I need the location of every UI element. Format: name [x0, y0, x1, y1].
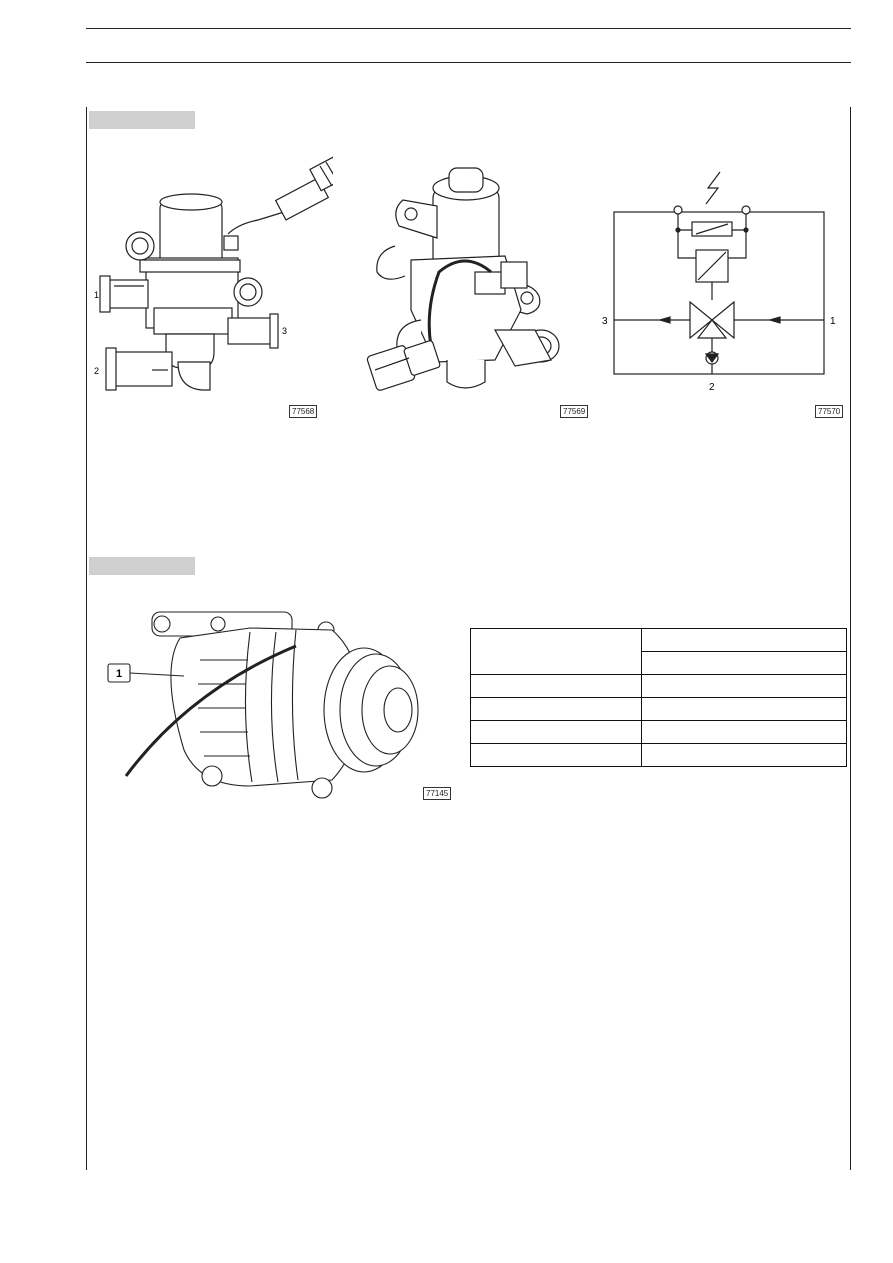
table-cell	[641, 628, 847, 652]
table-cell	[641, 651, 847, 675]
figure-77145: 1 77145	[100, 600, 460, 805]
table-row	[470, 628, 847, 675]
figure-label-77145: 77145	[423, 787, 452, 800]
figure-label-77569: 77569	[560, 405, 589, 418]
header-rule-top	[86, 28, 851, 29]
table-row	[470, 697, 847, 721]
table-row	[470, 674, 847, 698]
frame-right	[850, 107, 851, 1170]
port-label-3: 3	[282, 326, 287, 336]
figure-77569: 77569	[355, 160, 595, 422]
schematic-label-3: 3	[602, 316, 608, 327]
table-cell	[470, 674, 642, 698]
valve-schematic-diagram: 3 1 2	[602, 171, 836, 393]
frame-left	[86, 107, 87, 1170]
figure-77570: 3 1 2 77570	[600, 168, 850, 422]
header-rule-bottom	[86, 62, 851, 63]
table-cell	[641, 697, 847, 721]
schematic-label-2: 2	[709, 382, 715, 393]
table-cell	[641, 720, 847, 744]
table-cell	[470, 743, 642, 767]
table-cell	[641, 743, 847, 767]
figure-label-77568: 77568	[289, 405, 318, 418]
table-cell	[470, 697, 642, 721]
port-label-1: 1	[94, 290, 99, 300]
table-row	[470, 743, 847, 767]
table-row	[470, 720, 847, 744]
figure-77568: 1 2 3 77568	[88, 140, 345, 420]
table-cell	[641, 674, 847, 698]
section-tab-1	[89, 111, 195, 129]
spec-table	[470, 628, 847, 767]
table-cell	[470, 628, 642, 675]
port-label-2: 2	[94, 366, 99, 376]
figure-label-77570: 77570	[815, 405, 844, 418]
callout-label-1: 1	[116, 668, 122, 680]
compressor-drawing: 1	[107, 611, 419, 799]
solenoid-valve-drawing: 1 2 3	[94, 156, 345, 391]
solenoid-valve-perspective-drawing	[366, 167, 560, 391]
table-cell	[470, 720, 642, 744]
schematic-label-1: 1	[830, 316, 836, 327]
table-row	[471, 651, 847, 675]
section-tab-2	[89, 557, 195, 575]
